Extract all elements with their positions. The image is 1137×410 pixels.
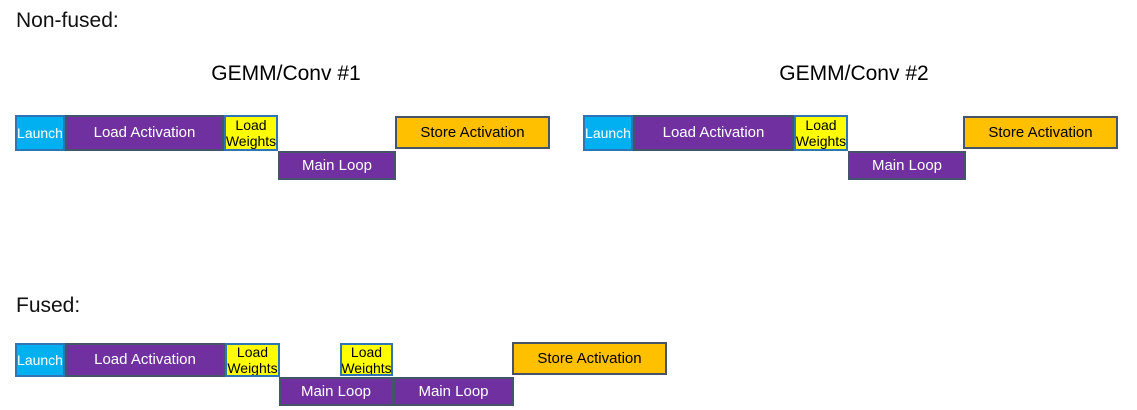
nonfused2-load-weights-block: Load Weights [794,115,848,151]
fused-store-activation-block: Store Activation [512,342,667,375]
fused-main-loop-1-block: Main Loop [279,377,393,406]
nonfused1-store-activation-block: Store Activation [395,116,550,149]
fused-load-activation-block: Load Activation [65,343,225,377]
gemm-conv-1-title: GEMM/Conv #1 [211,62,361,85]
fused-launch-block: Launch [15,343,65,377]
fused-main-loop-2-block: Main Loop [393,377,514,406]
nonfused2-main-loop-block: Main Loop [848,151,966,180]
nonfused1-load-activation-block: Load Activation [65,115,224,151]
gemm-conv-2-title: GEMM/Conv #2 [779,62,929,85]
nonfused2-store-activation-block: Store Activation [963,116,1118,149]
non-fused-section-label: Non-fused: [16,9,119,32]
fused-load-weights-2-block: Load Weights [340,343,393,376]
nonfused1-load-weights-block: Load Weights [224,115,278,151]
nonfused1-main-loop-block: Main Loop [278,151,396,180]
nonfused2-load-activation-block: Load Activation [633,115,794,151]
nonfused2-launch-block: Launch [583,115,633,151]
nonfused1-launch-block: Launch [15,115,65,151]
fused-section-label: Fused: [16,294,81,317]
fused-load-weights-1-block: Load Weights [225,343,280,377]
